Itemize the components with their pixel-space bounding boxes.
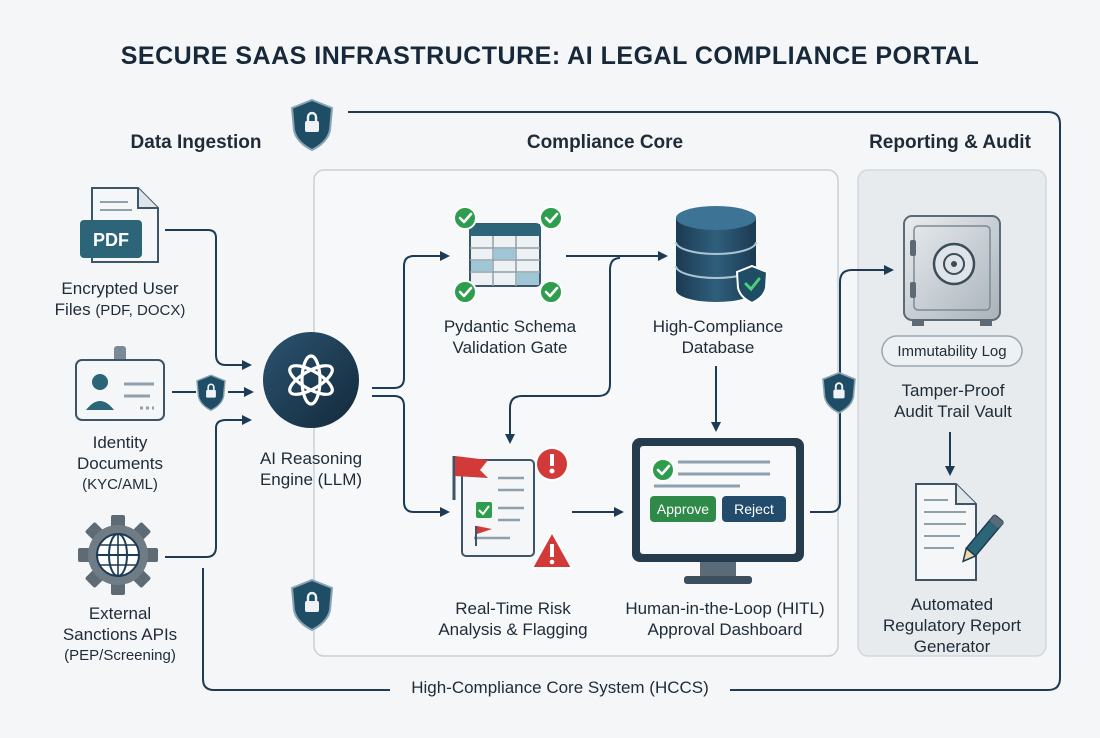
reject-button[interactable]: Reject [722,496,786,522]
hccs-boundary [202,111,1061,691]
pdf-file-icon: PDF [80,187,159,263]
schema-gate-label: Pydantic Schema Validation Gate [443,317,577,357]
vault-safe-icon [903,215,1001,326]
shield-lock-icon-top [290,98,334,152]
schema-table-icon [469,223,541,287]
report-document-icon [915,483,977,581]
gear-globe-icon [78,515,158,595]
pen-icon [962,514,1004,563]
database-icon [675,206,757,302]
section-title-ingestion: Data Ingestion [130,132,262,153]
approve-button[interactable]: Approve [650,496,716,522]
risk-report-icon [461,459,535,557]
ai-engine-label: AI Reasoning Engine (LLM) [259,449,363,489]
approval-dashboard-monitor [632,438,804,584]
check-icon [452,205,478,231]
risk-analysis-label: Real-Time Risk Analysis & Flagging [438,599,588,639]
alert-circle-icon [535,447,569,481]
svg-text:Reject: Reject [734,501,774,517]
shield-lock-icon-ingestion [196,374,226,412]
svg-text:Immutability Log: Immutability Log [897,343,1006,360]
svg-text:Approve: Approve [657,501,709,517]
check-icon [452,279,478,305]
check-icon [650,457,676,483]
red-flag-icon [452,456,488,500]
svg-text:PDF: PDF [93,230,129,250]
compliance-core-panel [313,169,839,657]
immutability-log-pill: Immutability Log [881,335,1023,367]
hccs-footer-label: High-Compliance Core System (HCCS) [390,678,730,698]
hitl-dashboard-label: Human-in-the-Loop (HITL) Approval Dashbo… [625,599,825,639]
check-icon [538,205,564,231]
sanctions-label: External Sanctions APIs (PEP/Screening) [62,604,178,664]
page-title: SECURE SAAS INFRASTRUCTURE: AI LEGAL COM… [120,42,980,70]
check-icon [538,279,564,305]
section-title-reporting: Reporting & Audit [869,132,1031,153]
vault-label: Tamper-Proof Audit Trail Vault [894,381,1012,421]
section-title-core: Compliance Core [526,132,684,153]
id-badge-icon [75,346,165,421]
identity-label: Identity Documents (KYC/AML) [77,433,163,493]
ai-engine-icon [263,332,359,428]
report-generator-label: Automated Regulatory Report Generator [883,595,1021,656]
shield-check-icon [735,264,769,305]
user-files-label: Encrypted User Files (PDF, DOCX) [54,279,186,319]
database-label: High-Compliance Database [652,317,784,357]
warning-triangle-icon [531,531,573,569]
